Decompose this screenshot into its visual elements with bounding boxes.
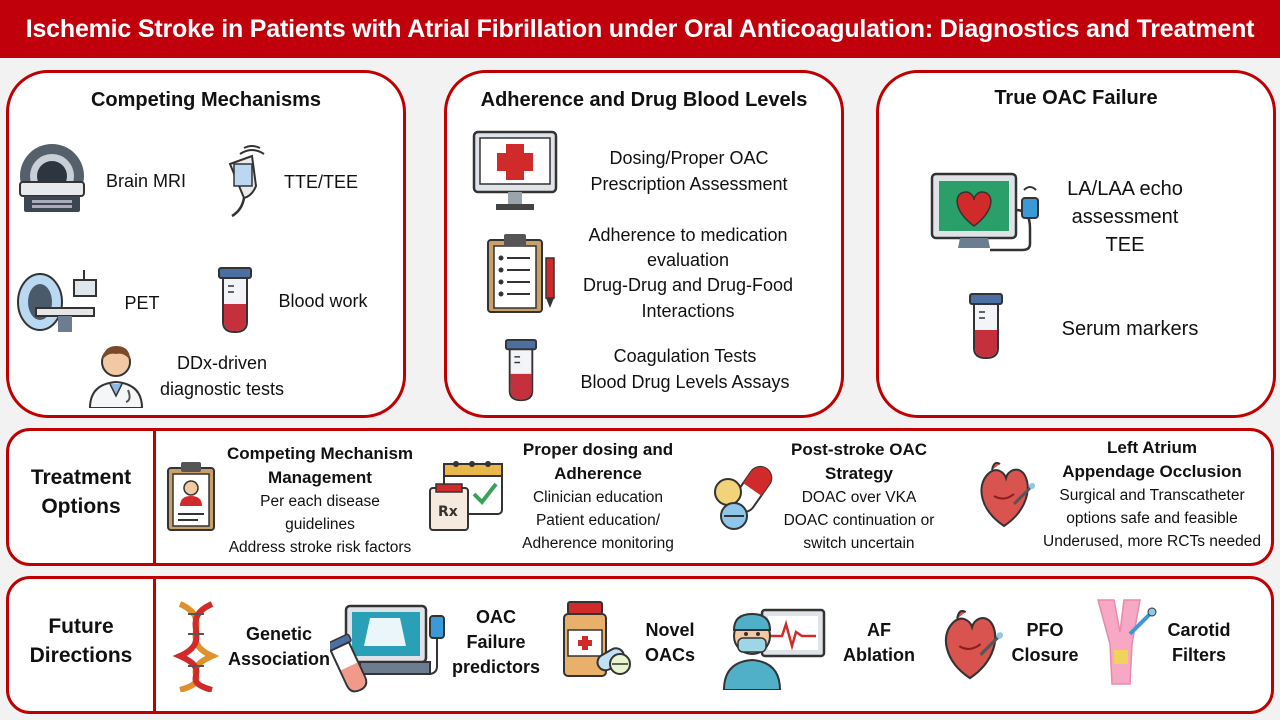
heart-occluder-icon bbox=[980, 461, 1036, 528]
treatment-item-3-line3: switch uncertain bbox=[803, 535, 915, 552]
treatment-item-3-line1: DOAC over VKA bbox=[801, 489, 917, 506]
treatment-item-3-line2: DOAC continuation or bbox=[783, 512, 935, 529]
mri-scanner-icon bbox=[19, 144, 85, 212]
treatment-divider bbox=[153, 431, 156, 563]
ultrasound-tube-icon bbox=[330, 604, 445, 693]
blood-work-label: Blood work bbox=[278, 291, 368, 311]
heart-occluder-icon bbox=[944, 609, 1004, 680]
competing-mechanisms-panel: Competing Mechanisms bbox=[6, 70, 406, 418]
blood-tube-icon bbox=[218, 267, 252, 334]
page-title: Ischemic Stroke in Patients with Atrial … bbox=[0, 0, 1280, 58]
doctor-icon bbox=[88, 346, 144, 408]
treatment-item-1: Competing Mechanism Management Per each … bbox=[214, 442, 426, 559]
serum-markers-label: Serum markers bbox=[1061, 318, 1199, 340]
treatment-item-4-title-line1: Left Atrium bbox=[1106, 438, 1198, 457]
dna-icon bbox=[172, 601, 220, 692]
treatment-item-2-line1: Clinician education bbox=[532, 489, 664, 506]
competing-mechanisms-title: Competing Mechanisms bbox=[90, 89, 322, 111]
treatment-item-4-title-line2: Appendage Occlusion bbox=[1062, 462, 1242, 481]
treatment-item-2-title-line1: Proper dosing and bbox=[522, 440, 674, 459]
treatment-item-1-line3: Address stroke risk factors bbox=[228, 539, 412, 556]
adherence-line3: Drug-Drug and Drug-Food bbox=[582, 275, 794, 295]
adherence-line2: evaluation bbox=[646, 250, 730, 270]
medicine-bottle-icon bbox=[563, 601, 631, 677]
treatment-item-1-line2: guidelines bbox=[285, 516, 355, 533]
pfo-closure-line1: PFO bbox=[1026, 620, 1064, 640]
treatment-item-2-title-line2: Adherence bbox=[554, 464, 642, 483]
treatment-item-4-line3: Underused, more RCTs needed bbox=[1043, 533, 1261, 550]
oac-failure-line1: OAC bbox=[476, 607, 516, 627]
echo-line3: TEE bbox=[1105, 234, 1145, 256]
echo-line2: assessment bbox=[1071, 206, 1179, 228]
svg-text:Rx: Rx bbox=[438, 504, 458, 520]
treatment-label-line2: Options bbox=[41, 495, 121, 518]
treatment-item-2-line2: Patient education/ bbox=[535, 512, 661, 529]
treatment-item-1-title-line1: Competing Mechanism bbox=[226, 444, 414, 463]
carotid-artery-icon bbox=[1097, 599, 1157, 685]
treatment-item-2-line3: Adherence monitoring bbox=[522, 535, 674, 552]
adherence-line1: Adherence to medication bbox=[588, 225, 788, 245]
ddx-line1: DDx-driven bbox=[176, 353, 268, 373]
genetic-line1: Genetic bbox=[245, 624, 313, 644]
treatment-item-4-line2: options safe and feasible bbox=[1066, 510, 1238, 527]
pills-icon bbox=[714, 465, 773, 530]
coag-line1: Coagulation Tests bbox=[613, 346, 757, 366]
tte-tee-label: TTE/TEE bbox=[283, 172, 358, 192]
treatment-options-panel bbox=[6, 428, 1274, 566]
adherence-panel: Adherence and Drug Blood Levels bbox=[444, 70, 844, 418]
brain-mri-label: Brain MRI bbox=[105, 171, 186, 191]
future-directions-panel bbox=[6, 576, 1274, 714]
blood-tube-icon bbox=[969, 293, 1003, 360]
clipboard-doctor-icon bbox=[167, 462, 215, 531]
adherence-line4: Interactions bbox=[641, 301, 735, 321]
treatment-item-3: Post-stroke OAC Strategy DOAC over VKA D… bbox=[768, 438, 950, 555]
dosing-line2: Prescription Assessment bbox=[590, 174, 788, 194]
ddx-line2: diagnostic tests bbox=[159, 379, 285, 399]
treatment-item-3-title-line2: Strategy bbox=[824, 464, 894, 483]
oac-failure-line3: predictors bbox=[451, 657, 541, 677]
echo-heart-monitor-icon bbox=[930, 172, 1039, 252]
surgeon-monitor-icon bbox=[722, 608, 826, 690]
treatment-item-3-title-line1: Post-stroke OAC bbox=[790, 440, 928, 459]
coag-line2: Blood Drug Levels Assays bbox=[580, 372, 790, 392]
novel-oacs-line1: Novel bbox=[645, 620, 695, 640]
calendar-prescription-icon: Rx bbox=[429, 461, 503, 531]
treatment-item-2: Proper dosing and Adherence Clinician ed… bbox=[500, 438, 696, 555]
dosing-line1: Dosing/Proper OAC bbox=[609, 148, 769, 168]
carotid-filters-line2: Filters bbox=[1171, 645, 1227, 665]
treatment-label-line1: Treatment bbox=[30, 466, 132, 489]
clipboard-checklist-icon bbox=[487, 234, 555, 313]
pet-scanner-icon bbox=[17, 270, 97, 332]
novel-oacs-line2: OACs bbox=[644, 645, 695, 665]
genetic-line2: Association bbox=[227, 649, 331, 669]
pfo-closure-line2: Closure bbox=[1011, 645, 1079, 665]
future-label-line1: Future bbox=[48, 615, 114, 638]
future-label-line2: Directions bbox=[29, 644, 133, 667]
oac-failure-title: True OAC Failure bbox=[994, 87, 1158, 109]
af-ablation-line2: Ablation bbox=[843, 645, 915, 665]
treatment-item-1-title-line2: Management bbox=[268, 468, 372, 487]
oac-failure-line2: Failure bbox=[466, 632, 526, 652]
oac-failure-panel: True OAC Failure bbox=[876, 70, 1276, 418]
future-divider bbox=[153, 579, 156, 711]
blood-tube-icon bbox=[504, 338, 538, 402]
medical-monitor-icon bbox=[472, 130, 558, 210]
treatment-item-1-line1: Per each disease bbox=[260, 493, 380, 510]
pet-label: PET bbox=[124, 293, 160, 313]
ultrasound-probe-icon bbox=[228, 145, 265, 218]
treatment-item-4: Left Atrium Appendage Occlusion Surgical… bbox=[1030, 436, 1274, 553]
treatment-item-4-line1: Surgical and Transcatheter bbox=[1059, 487, 1245, 504]
carotid-filters-line1: Carotid bbox=[1167, 620, 1231, 640]
adherence-title: Adherence and Drug Blood Levels bbox=[480, 89, 808, 111]
echo-line1: LA/LAA echo bbox=[1067, 178, 1183, 200]
af-ablation-line1: AF bbox=[867, 620, 891, 640]
